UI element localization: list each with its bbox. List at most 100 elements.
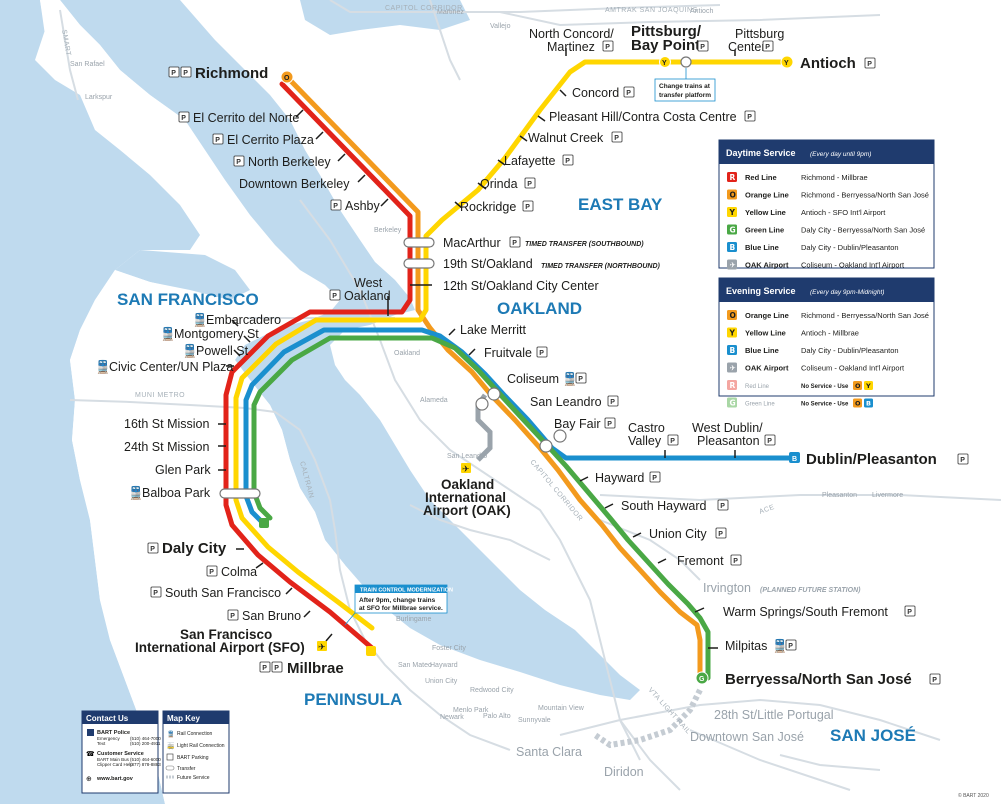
note-timed-southbound: TIMED TRANSFER (SOUTHBOUND) xyxy=(525,241,644,248)
train-icon: 🚆 xyxy=(160,326,176,341)
place-label: Hayward xyxy=(430,662,458,669)
line-badge-icon xyxy=(727,207,737,217)
san-francisco-bay xyxy=(60,0,640,700)
station-irvington[interactable]: Irvington xyxy=(703,581,751,595)
station-concord[interactable]: Concord xyxy=(572,86,619,100)
station-fruitvale[interactable]: Fruitvale xyxy=(484,346,532,360)
station-28th-st[interactable]: 28th St/Little Portugal xyxy=(714,708,834,722)
parking-icon xyxy=(623,86,635,98)
contact-police-sub1: Emergency xyxy=(97,736,121,741)
station-el-cerrito-norte[interactable]: El Cerrito del Norte xyxy=(193,111,299,125)
pacific-ocean xyxy=(0,0,200,804)
contact-title: Contact Us xyxy=(86,714,129,723)
place-label: Menlo Park xyxy=(453,707,489,714)
legend-line-desc: Coliseum - Oakland Int'l Airport xyxy=(801,364,905,373)
legend-line-name: Orange Line xyxy=(745,311,789,320)
station-hayward[interactable]: Hayward xyxy=(595,471,644,485)
station-downtown-berkeley[interactable]: Downtown Berkeley xyxy=(239,177,350,191)
station-walnut-creek[interactable]: Walnut Creek xyxy=(528,131,604,145)
contact-web[interactable]: www.bart.gov xyxy=(96,776,134,782)
station-lake-merritt[interactable]: Lake Merritt xyxy=(460,323,527,337)
station-richmond[interactable]: Richmond xyxy=(195,65,268,82)
station-diridon[interactable]: Diridon xyxy=(604,765,644,779)
transfer-points xyxy=(219,56,692,499)
station-antioch[interactable]: Antioch xyxy=(800,55,856,72)
station-glen-park[interactable]: Glen Park xyxy=(155,463,211,477)
station-colma[interactable]: Colma xyxy=(221,565,257,579)
station-pittsburg-bp-line1[interactable]: Pittsburg/ xyxy=(631,23,702,40)
station-west-oakland-line2[interactable]: Oakland xyxy=(344,289,391,303)
station-fremont[interactable]: Fremont xyxy=(677,554,724,568)
station-rockridge[interactable]: Rockridge xyxy=(460,200,516,214)
station-pittsburg-bp-line2[interactable]: Bay Point xyxy=(631,37,700,54)
station-dublin-pleasanton[interactable]: Dublin/Pleasanton xyxy=(806,451,937,468)
station-san-leandro[interactable]: San Leandro xyxy=(530,395,602,409)
corridor-muni: MUNI METRO xyxy=(135,392,185,399)
line-badge-code: O xyxy=(730,191,736,200)
station-north-concord-line2[interactable]: Martinez xyxy=(547,40,595,54)
station-pittsburg-center-line1[interactable]: Pittsburg xyxy=(735,27,784,41)
station-24th-st[interactable]: 24th St Mission xyxy=(124,440,210,454)
station-downtown-sj[interactable]: Downtown San José xyxy=(690,730,804,744)
station-warm-springs[interactable]: Warm Springs/South Fremont xyxy=(723,605,888,619)
station-lafayette[interactable]: Lafayette xyxy=(504,154,555,168)
parking-icon xyxy=(715,527,727,539)
parking-icon xyxy=(864,57,876,69)
station-macarthur[interactable]: MacArthur xyxy=(443,236,501,250)
place-label: San Leandro xyxy=(447,453,487,460)
station-daly-city[interactable]: Daly City xyxy=(162,540,227,557)
station-16th-st[interactable]: 16th St Mission xyxy=(124,417,210,431)
station-west-dublin-line1[interactable]: West Dublin/ xyxy=(692,421,763,435)
legend-line-desc: Daly City - Berryessa/North San José xyxy=(801,226,925,235)
station-orinda[interactable]: Orinda xyxy=(480,177,518,191)
station-19th-st[interactable]: 19th St/Oakland xyxy=(443,257,533,271)
legend-line-name: Blue Line xyxy=(745,243,779,252)
legend-day-title: Daytime Service xyxy=(726,148,796,158)
station-milpitas[interactable]: Milpitas xyxy=(725,639,767,653)
station-south-sf[interactable]: South San Francisco xyxy=(165,586,281,600)
station-sfo-line1[interactable]: San Francisco xyxy=(180,627,272,642)
station-castro-valley-line2[interactable]: Valley xyxy=(628,434,662,448)
station-coliseum[interactable]: Coliseum xyxy=(507,372,559,386)
contact-service-sub1: BART Main Bus xyxy=(97,757,130,762)
line-badge-code: G xyxy=(730,226,736,235)
station-montgomery[interactable]: Montgomery St xyxy=(174,327,259,341)
line-badge-icon xyxy=(727,345,737,355)
station-embarcadero[interactable]: Embarcadero xyxy=(206,313,281,327)
station-pittsburg-center-line2[interactable]: Center xyxy=(728,40,766,54)
station-pleasant-hill[interactable]: Pleasant Hill/Contra Costa Centre xyxy=(549,110,737,124)
parking-icon xyxy=(522,200,534,212)
station-powell[interactable]: Powell St xyxy=(196,344,249,358)
line-badge-icon xyxy=(727,259,737,270)
station-el-cerrito-plaza[interactable]: El Cerrito Plaza xyxy=(227,133,314,147)
station-oak-line2[interactable]: International xyxy=(425,490,506,505)
station-union-city[interactable]: Union City xyxy=(649,527,707,541)
station-west-oakland-line1[interactable]: West xyxy=(354,276,383,290)
station-santa-clara[interactable]: Santa Clara xyxy=(516,745,582,759)
station-castro-valley-line1[interactable]: Castro xyxy=(628,421,665,435)
station-oak-line1[interactable]: Oakland xyxy=(441,477,494,492)
station-san-bruno[interactable]: San Bruno xyxy=(242,609,301,623)
station-bay-fair[interactable]: Bay Fair xyxy=(554,417,601,431)
station-west-dublin-line2[interactable]: Pleasanton xyxy=(697,434,760,448)
station-millbrae[interactable]: Millbrae xyxy=(287,660,344,677)
station-12th-st[interactable]: 12th St/Oakland City Center xyxy=(443,279,599,293)
place-label: Redwood City xyxy=(470,687,514,694)
station-north-concord-line1[interactable]: North Concord/ xyxy=(529,27,614,41)
place-label: Martinez xyxy=(437,9,464,16)
station-north-berkeley[interactable]: North Berkeley xyxy=(248,155,331,169)
parking-icon xyxy=(575,372,587,384)
legend-line-desc: Daly City - Dublin/Pleasanton xyxy=(801,243,899,252)
station-sfo-line2[interactable]: International Airport (SFO) xyxy=(135,640,305,655)
parking-icon xyxy=(607,395,619,407)
station-balboa-park[interactable]: Balboa Park xyxy=(142,486,211,500)
station-oak-line3[interactable]: Airport (OAK) xyxy=(423,503,511,518)
station-ashby[interactable]: Ashby xyxy=(345,199,380,213)
place-label: Newark xyxy=(440,714,464,721)
station-civic-center[interactable]: Civic Center/UN Plaza xyxy=(109,360,233,374)
line-badge-icon xyxy=(864,381,873,390)
station-berryessa[interactable]: Berryessa/North San José xyxy=(725,671,912,688)
station-south-hayward[interactable]: South Hayward xyxy=(621,499,707,513)
